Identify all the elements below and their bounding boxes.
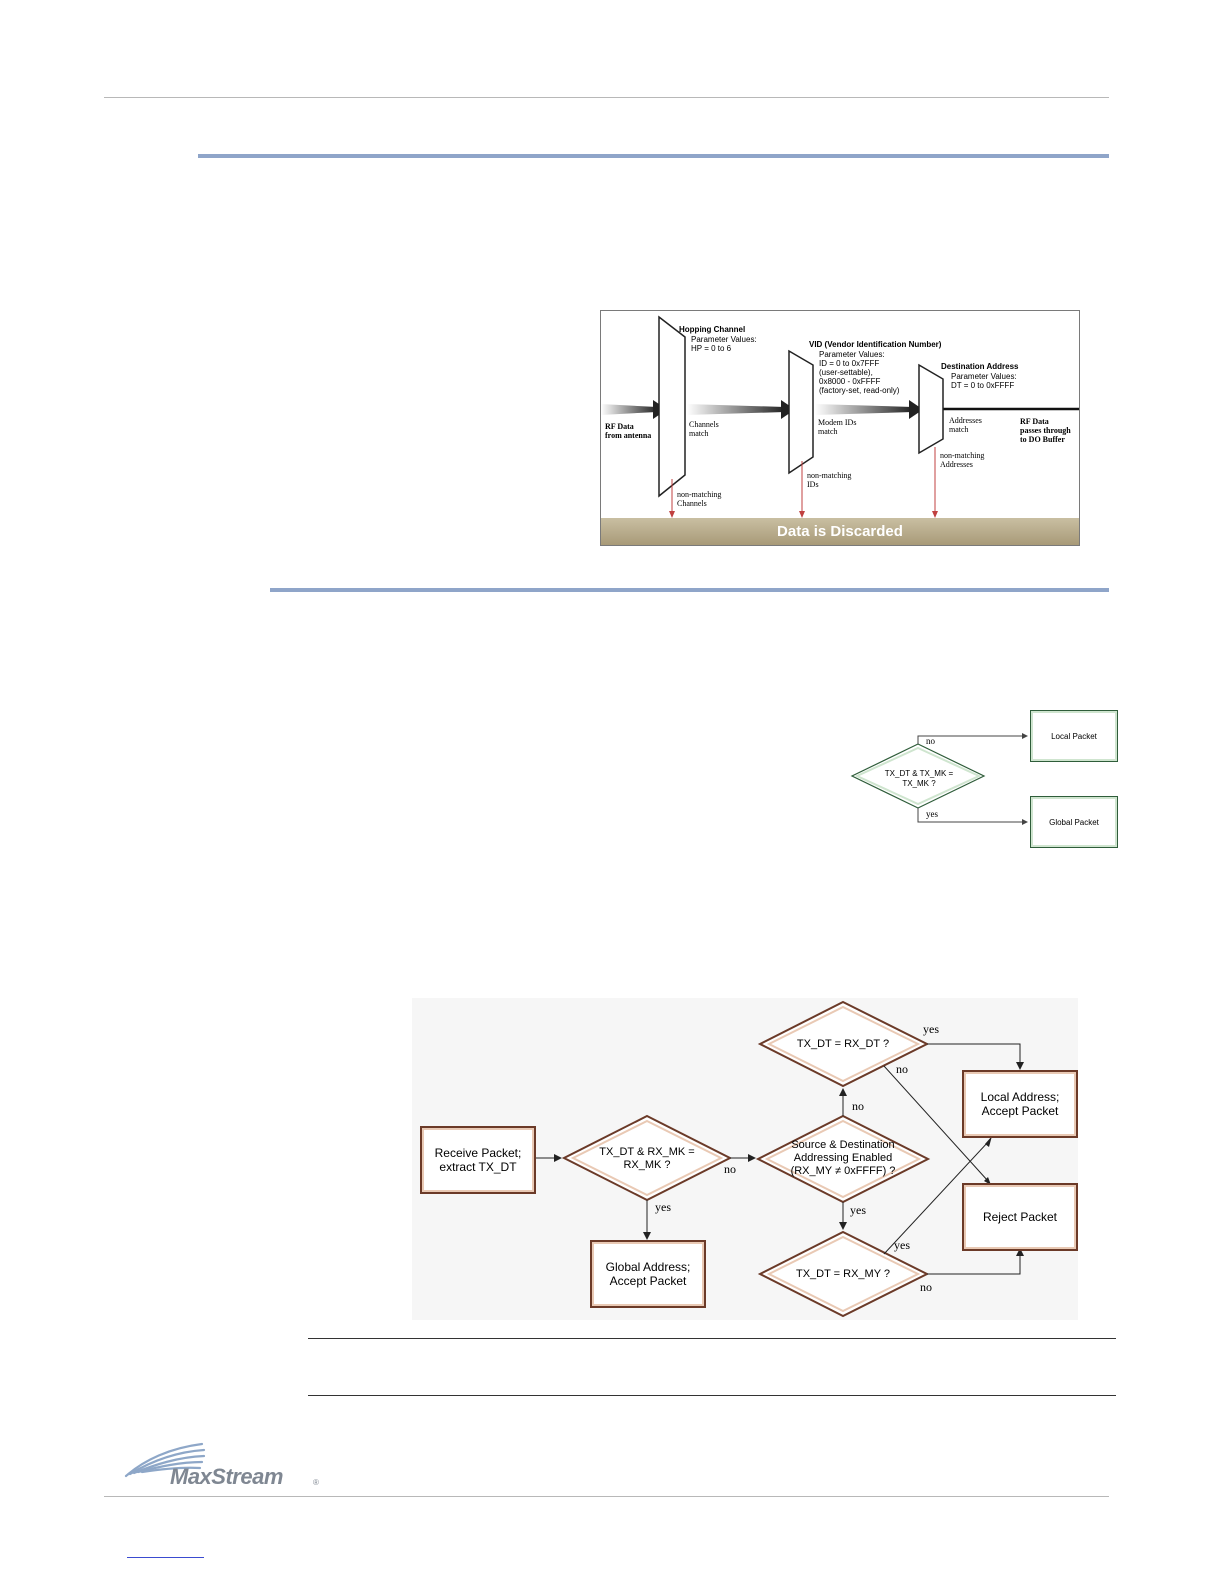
dt-diamond-text: TX_DT = RX_DT ? xyxy=(796,1038,890,1050)
mask-no-label: no xyxy=(926,736,935,746)
rf-in-label: RF Data from antenna xyxy=(605,422,652,440)
discard-arrow-3 xyxy=(932,511,938,518)
yes-arrow xyxy=(1022,819,1028,825)
no-dt-label: no xyxy=(896,1062,908,1076)
flow-in-band xyxy=(601,404,657,415)
yes-connector xyxy=(917,808,1022,823)
no-source-label: no xyxy=(852,1099,864,1113)
yes-mask-label: yes xyxy=(655,1200,671,1214)
yes-dt-label: yes xyxy=(923,1022,939,1036)
mask-decision-text: TX_DT & TX_MK = TX_MK ? xyxy=(884,769,954,788)
header-rule xyxy=(104,97,1109,98)
flow-band-2 xyxy=(687,404,785,415)
reject-packet-box: Reject Packet xyxy=(962,1183,1078,1251)
note-rule-bottom xyxy=(308,1395,1116,1396)
local-accept-box: Local Address; Accept Packet xyxy=(962,1070,1078,1138)
address-gate xyxy=(918,363,944,455)
my-diamond-text: TX_DT = RX_MY ? xyxy=(795,1268,891,1280)
discard-arrow-1 xyxy=(669,511,675,518)
footer-rule xyxy=(104,1496,1109,1497)
local-packet-box: Local Packet xyxy=(1030,710,1118,762)
vid-title: VID (Vendor Identification Number) xyxy=(809,340,942,349)
dest-title: Destination Address xyxy=(941,362,1019,371)
note-rule-top xyxy=(308,1338,1116,1339)
hopping-gate xyxy=(658,315,686,498)
global-packet-box: Global Packet xyxy=(1030,796,1118,848)
channels-match-label: Channels match xyxy=(689,420,719,438)
arrowhead-2 xyxy=(781,400,795,419)
rf-out-label: RF Data passes through to DO Buffer xyxy=(1020,417,1071,444)
nm-addresses-label: non-matching Addresses xyxy=(940,451,985,469)
no-my-label: no xyxy=(920,1280,932,1294)
vid-gate xyxy=(788,349,814,475)
conn-dt-local xyxy=(927,1043,1021,1064)
data-discarded-bar: Data is Discarded xyxy=(601,518,1079,545)
section-rule-2 xyxy=(270,588,1109,592)
hopping-title: Hopping Channel xyxy=(679,325,746,334)
conn-dt-reject xyxy=(883,1065,989,1182)
maxstream-logo: MaxStream xyxy=(170,1464,283,1489)
mask-yes-label: yes xyxy=(926,809,938,819)
mask-decision-diagram xyxy=(850,733,1028,825)
no-arrow xyxy=(1022,733,1028,739)
modem-ids-match-label: Modem IDs match xyxy=(818,418,857,436)
source-dest-text: Source & Destination Addressing Enabled … xyxy=(790,1139,896,1177)
dest-params: Parameter Values: DT = 0 to 0xFFFF xyxy=(951,372,1017,390)
section-rule-1 xyxy=(198,154,1109,158)
yes-my-label: yes xyxy=(894,1238,910,1252)
receive-packet-box: Receive Packet; extract TX_DT xyxy=(420,1126,536,1194)
arrowhead-3 xyxy=(909,400,923,419)
vid-params: Parameter Values: ID = 0 to 0x7FFF (user… xyxy=(819,350,900,395)
no-connector xyxy=(917,735,1022,744)
mask-decision-diamond-inner xyxy=(854,746,982,806)
discard-arrow-2 xyxy=(799,511,805,518)
nm-channels-label: non-matching Channels xyxy=(677,490,722,508)
maxstream-swoosh-icon xyxy=(124,1442,206,1478)
my-diamond xyxy=(757,1230,930,1318)
global-accept-box: Global Address; Accept Packet xyxy=(590,1240,706,1308)
filter-diagram: Hopping Channel Parameter Values: HP = 0… xyxy=(600,310,1080,546)
filter-diagram-graphics xyxy=(601,315,1079,518)
addresses-match-label: Addresses match xyxy=(949,416,982,434)
footer-link-underline xyxy=(127,1557,204,1558)
dt-diamond xyxy=(757,1000,930,1088)
hopping-params: Parameter Values: HP = 0 to 6 xyxy=(691,335,757,353)
flow-band-3 xyxy=(815,404,913,415)
address-flowchart xyxy=(536,1000,1024,1318)
nm-ids-label: non-matching IDs xyxy=(807,471,852,489)
yes-source-label: yes xyxy=(850,1203,866,1217)
registered-mark: ® xyxy=(313,1478,319,1487)
no-mask-label: no xyxy=(724,1162,736,1176)
mask-diamond-text: TX_DT & RX_MK = RX_MK ? xyxy=(599,1146,695,1171)
conn-my-reject xyxy=(927,1254,1021,1275)
conn-my-local xyxy=(883,1140,990,1255)
